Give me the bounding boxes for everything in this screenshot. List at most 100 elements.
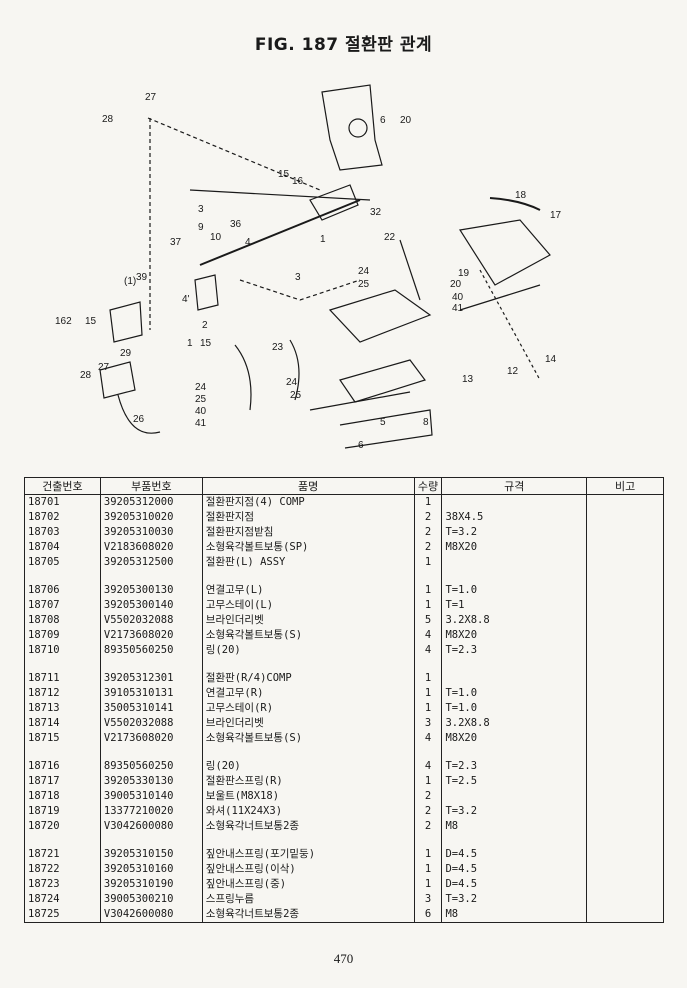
cell-remark — [586, 510, 664, 525]
table-spacer-row — [24, 834, 664, 847]
cell-part: V2173608020 — [99, 731, 203, 746]
cell-qty: 1 — [413, 701, 443, 716]
callout-label: 5 — [380, 417, 386, 428]
cell-name: 절환판지점받침 — [201, 525, 415, 540]
callout-label: 4' — [182, 294, 190, 305]
callout-label: 23 — [272, 342, 284, 353]
cell-part: 89350560250 — [99, 643, 203, 658]
cell-part: 39205330130 — [99, 774, 203, 789]
cell-remark — [586, 819, 664, 834]
cell-name: 절환판(L) ASSY — [201, 555, 415, 570]
table-header-row: 건출번호 부품번호 품명 수량 규격 비고 — [24, 477, 664, 495]
cell-remark — [586, 628, 664, 643]
cell-spec: T=3.2 — [441, 892, 588, 907]
cell-name: 짚안내스프링(중) — [201, 877, 415, 892]
cell-num: 18716 — [24, 759, 101, 774]
cell-remark — [586, 540, 664, 555]
cell-remark — [586, 774, 664, 789]
cell-spec: T=1.0 — [441, 701, 588, 716]
cell-num: 18708 — [24, 613, 101, 628]
callout-label: 41 — [195, 418, 207, 429]
cell-remark — [586, 804, 664, 819]
col-header-spec: 규격 — [441, 477, 588, 495]
cell-qty: 4 — [413, 731, 443, 746]
spacer-cell — [24, 658, 101, 671]
cell-remark — [586, 598, 664, 613]
cell-spec — [441, 789, 588, 804]
cell-num: 18722 — [24, 862, 101, 877]
page-title: FIG. 187 절환판 관계 — [254, 35, 433, 55]
callout-label: 24 — [195, 382, 207, 393]
cell-name: 짚안내스프링(이삭) — [201, 862, 415, 877]
cell-num: 18710 — [24, 643, 101, 658]
callout-label: 32 — [370, 207, 382, 218]
callout-label: 1 — [320, 234, 326, 245]
callout-label: 13 — [462, 374, 474, 385]
cell-num: 18713 — [24, 701, 101, 716]
spacer-cell — [201, 570, 415, 583]
cell-qty: 1 — [413, 555, 443, 570]
callout-label: 29 — [120, 348, 132, 359]
cell-qty: 4 — [413, 643, 443, 658]
page-number: 470 — [333, 951, 354, 966]
cell-name: 보울트(M8X18) — [201, 789, 415, 804]
callout-label: 1 — [187, 338, 193, 349]
spacer-cell — [99, 658, 203, 671]
callout-label: 24 — [286, 377, 298, 388]
cell-name: 브라인더리벳 — [201, 613, 415, 628]
cell-spec: T=1.0 — [441, 686, 588, 701]
col-header-name: 품명 — [201, 477, 415, 495]
table-spacer-row — [24, 658, 664, 671]
table-spacer-row — [24, 746, 664, 759]
col-header-qty: 수량 — [413, 477, 443, 495]
cell-part: 39205312000 — [99, 494, 203, 510]
cell-remark — [586, 716, 664, 731]
spacer-cell — [586, 834, 664, 847]
callout-label: 37 — [170, 237, 182, 248]
cell-remark — [586, 643, 664, 658]
callout-label: 28 — [80, 370, 92, 381]
cell-num: 18725 — [24, 907, 101, 923]
cell-name: 절환판(R/4)COMP — [201, 671, 415, 686]
cell-spec: T=1 — [441, 598, 588, 613]
cell-name: 연결고무(L) — [201, 583, 415, 598]
cell-qty: 1 — [413, 847, 443, 862]
cell-name: 소형육각너트보통2종 — [201, 907, 415, 923]
callout-label: 6 — [358, 440, 364, 451]
cell-spec: 3.2X8.8 — [441, 613, 588, 628]
spacer-cell — [201, 746, 415, 759]
cell-remark — [586, 789, 664, 804]
cell-name: 링(20) — [201, 643, 415, 658]
cell-spec: T=1.0 — [441, 583, 588, 598]
callout-label: 20 — [450, 279, 462, 290]
cell-num: 18715 — [24, 731, 101, 746]
cell-num: 18721 — [24, 847, 101, 862]
spacer-cell — [99, 746, 203, 759]
callout-label: 6 — [380, 115, 386, 126]
spacer-cell — [586, 746, 664, 759]
spacer-cell — [24, 834, 101, 847]
callout-label: 162 — [55, 316, 72, 327]
cell-num: 18701 — [24, 494, 101, 510]
cell-name: 스프링누름 — [201, 892, 415, 907]
cell-num: 18717 — [24, 774, 101, 789]
callout-label: 15 — [85, 316, 97, 327]
spacer-cell — [441, 834, 588, 847]
cell-remark — [586, 613, 664, 628]
cell-spec: T=2.3 — [441, 643, 588, 658]
callout-label: 24 — [358, 266, 370, 277]
spacer-cell — [413, 570, 443, 583]
cell-remark — [586, 907, 664, 923]
diagram-linework — [99, 84, 551, 449]
col-header-remark: 비고 — [586, 477, 664, 495]
callout-label: 15 — [200, 338, 212, 349]
cell-num: 18702 — [24, 510, 101, 525]
cell-part: V3042600080 — [99, 907, 203, 923]
